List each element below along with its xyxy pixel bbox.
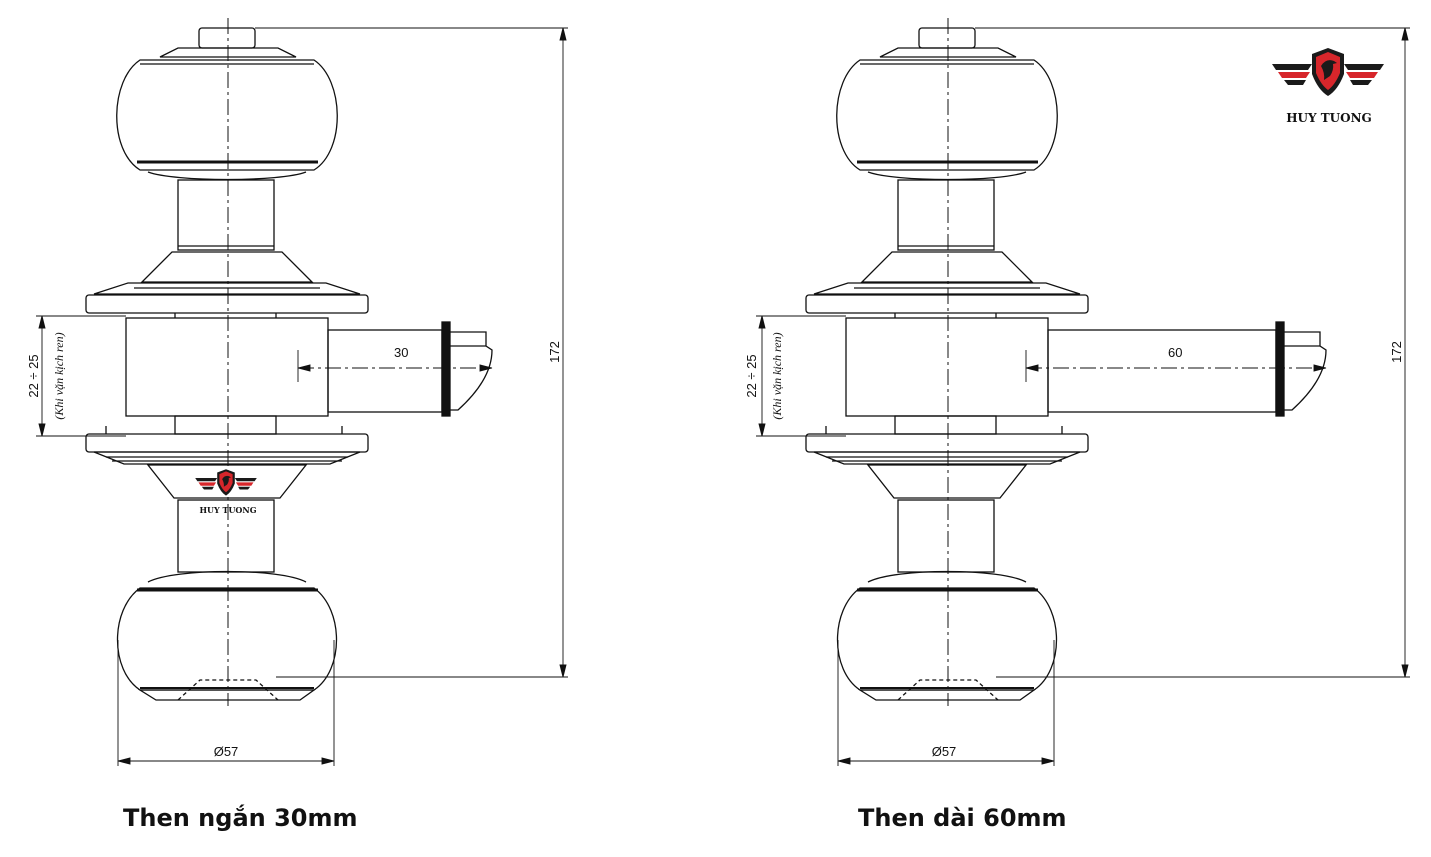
bottom-knob [836, 570, 1058, 701]
latch-chassis [845, 313, 1049, 435]
bottom-neck [897, 499, 995, 573]
drawing-short-bolt [36, 18, 568, 766]
eagle-shield-icon [195, 469, 257, 496]
height-label: 172 [1389, 341, 1404, 363]
door-thickness-note: (Khi vặn kịch ren) [770, 332, 784, 419]
top-rose [85, 251, 369, 314]
diameter-label: Ø57 [932, 744, 957, 759]
top-knob [116, 27, 338, 181]
bolt-dimension [1025, 350, 1327, 382]
bolt-length-label: 60 [1168, 345, 1182, 360]
caption-short-bolt: Then ngắn 30mm [123, 803, 358, 832]
door-thickness-label: 22 ÷ 25 [26, 354, 41, 397]
latch-bolt [327, 321, 493, 417]
latch-bolt [1047, 321, 1327, 417]
drawing-long-bolt [756, 18, 1410, 766]
brand-name-small: HUY TUONG [199, 505, 256, 515]
door-thickness-dimension [36, 315, 126, 437]
brand-logo-large: HUY TUONG [1272, 48, 1384, 125]
door-thickness-dimension [756, 315, 846, 437]
bolt-dimension [297, 350, 493, 382]
eagle-shield-icon [1272, 48, 1384, 96]
brand-logo-small: HUY TUONG [195, 469, 257, 515]
brand-name-large: HUY TUONG [1286, 111, 1372, 125]
diameter-dimension [117, 640, 335, 766]
door-thickness-note: (Khi vặn kịch ren) [52, 332, 66, 419]
top-rose [805, 251, 1089, 314]
bottom-rose [85, 426, 369, 499]
top-neck [897, 179, 995, 251]
door-thickness-label: 22 ÷ 25 [744, 354, 759, 397]
top-neck [177, 179, 275, 251]
caption-long-bolt: Then dài 60mm [858, 804, 1067, 832]
bottom-knob [116, 570, 338, 701]
top-knob [836, 27, 1058, 181]
bolt-length-label: 30 [394, 345, 408, 360]
diameter-label: Ø57 [214, 744, 239, 759]
height-label: 172 [547, 341, 562, 363]
bottom-rose [805, 426, 1089, 499]
diameter-dimension [837, 640, 1055, 766]
height-dimension [975, 27, 1410, 678]
height-dimension [255, 27, 568, 678]
